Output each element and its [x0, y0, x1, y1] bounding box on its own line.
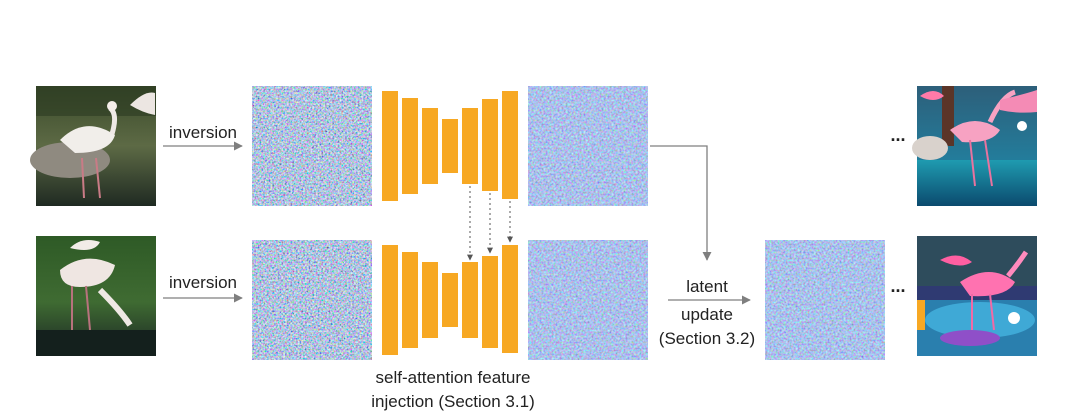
inversion-label-bottom: inversion: [169, 273, 237, 292]
latent-update-arrow: latent update (Section 3.2): [659, 277, 755, 348]
update-label: update: [681, 305, 733, 324]
intermediate-image-bottom: [528, 240, 648, 360]
feature-injection-arrows: [467, 186, 513, 261]
latent-label: latent: [686, 277, 728, 296]
unet-top: [382, 91, 518, 201]
inversion-arrow-bottom: inversion: [163, 273, 243, 303]
inversion-label-top: inversion: [169, 123, 237, 142]
inversion-arrow-top: inversion: [163, 123, 243, 151]
ellipsis-bottom: ...: [890, 276, 905, 296]
self-attention-label-line2: injection (Section 3.1): [371, 392, 534, 411]
noise-image-top: [252, 86, 372, 206]
latent-update-connector: [650, 145, 712, 261]
self-attention-label-line1: self-attention feature: [376, 368, 531, 387]
ellipsis-top: ...: [890, 125, 905, 145]
input-photo-top: [30, 86, 156, 206]
intermediate-image-top: [528, 86, 648, 206]
input-photo-bottom: [36, 236, 156, 356]
unet-bottom: [382, 245, 518, 355]
noise-image-bottom: [252, 240, 372, 360]
updated-latent-image: [765, 240, 885, 360]
latent-section-label: (Section 3.2): [659, 329, 755, 348]
output-image-top: [912, 86, 1037, 206]
output-image-bottom: [917, 236, 1037, 356]
